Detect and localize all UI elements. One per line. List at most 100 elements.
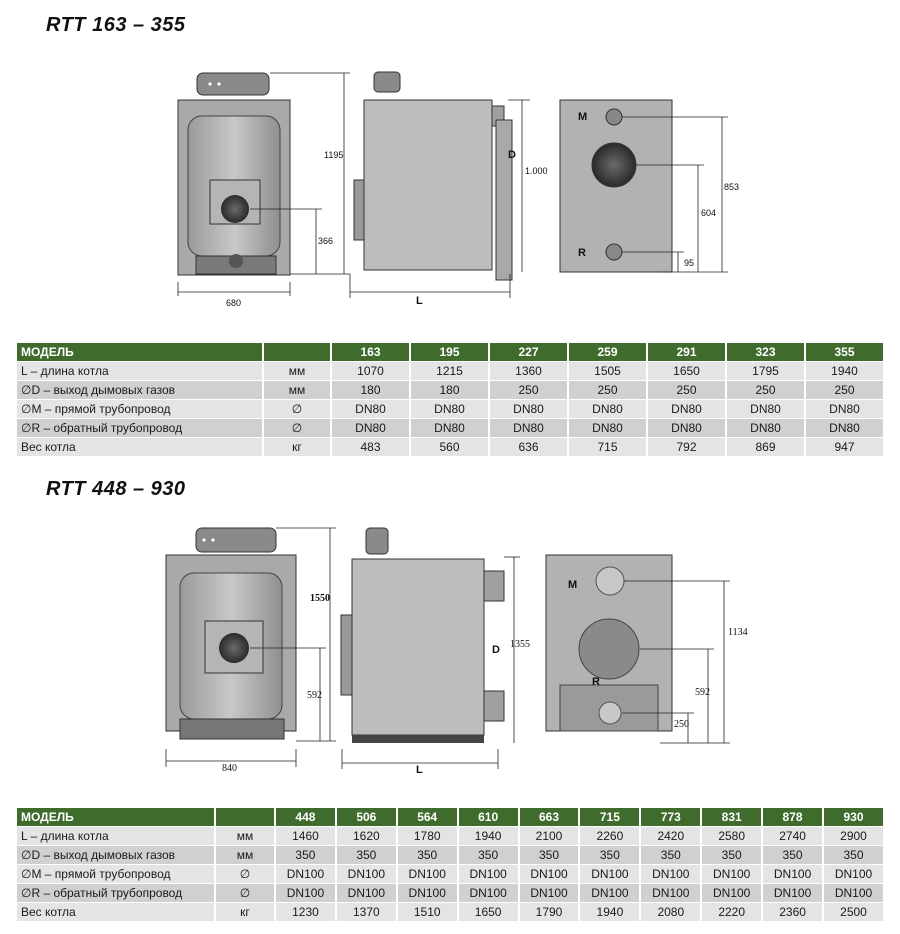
row-unit: мм	[263, 380, 332, 400]
model-header: 163	[331, 343, 411, 362]
table-cell: DN80	[331, 418, 411, 438]
table-cell: DN80	[331, 399, 411, 419]
dim-length-2: L	[416, 764, 423, 776]
table-cell: DN100	[823, 883, 885, 903]
table-cell: DN100	[335, 883, 398, 903]
model-header: 930	[823, 808, 885, 827]
row-label: L – длина котла	[17, 826, 216, 846]
table-cell: DN100	[701, 883, 764, 903]
table-cell: 350	[518, 845, 581, 865]
table-cell: 2220	[701, 902, 764, 921]
model-header: 663	[518, 808, 581, 827]
table-cell: 350	[701, 845, 764, 865]
table-cell: 2580	[701, 826, 764, 846]
model-header: 564	[396, 808, 459, 827]
row-unit: кг	[263, 437, 332, 456]
table-cell: 715	[568, 437, 648, 456]
model-header: 610	[457, 808, 520, 827]
table-cell: DN80	[726, 418, 806, 438]
table-cell: DN80	[726, 399, 806, 419]
table-cell: 1940	[457, 826, 520, 846]
row-label: ∅R – обратный трубопровод	[17, 883, 216, 903]
label-m-1: M	[578, 111, 587, 123]
dim-d-height-1: 1.000	[525, 166, 548, 176]
row-label: ∅M – прямой трубопровод	[17, 399, 264, 419]
row-unit: кг	[215, 902, 276, 921]
model-header: 448	[275, 808, 337, 827]
table-cell: DN100	[640, 864, 703, 884]
dim-d-1: D	[508, 149, 516, 161]
table-cell: DN100	[275, 883, 337, 903]
table-cell: DN80	[410, 418, 490, 438]
table-cell: 2080	[640, 902, 703, 921]
table-cell: 636	[489, 437, 569, 456]
model-header: 715	[579, 808, 642, 827]
table-cell: 1215	[410, 361, 490, 381]
table-cell: 1070	[331, 361, 411, 381]
table-cell: DN100	[518, 864, 581, 884]
table-cell: DN100	[396, 864, 459, 884]
row-unit: мм	[263, 361, 332, 381]
section2-title: RTT 448 – 930	[46, 478, 186, 500]
table-cell: DN80	[805, 399, 885, 419]
table-cell: 250	[568, 380, 648, 400]
dim-burner-2: 592	[307, 690, 322, 701]
row-unit: мм	[215, 826, 276, 846]
dim-width-1: 680	[226, 298, 241, 308]
table-cell: 2260	[579, 826, 642, 846]
front-view-2	[165, 527, 297, 740]
model-header: 831	[701, 808, 764, 827]
label-m-2: M	[568, 579, 577, 591]
table-cell: DN100	[579, 864, 642, 884]
table-cell: 1650	[647, 361, 727, 381]
table-cell: DN100	[762, 883, 825, 903]
table-cell: 350	[823, 845, 885, 865]
table-cell: DN80	[647, 418, 727, 438]
model-header: 878	[762, 808, 825, 827]
table-cell: 180	[410, 380, 490, 400]
model-header: 323	[726, 343, 806, 362]
table-cell: 2420	[640, 826, 703, 846]
table-cell: 350	[457, 845, 520, 865]
dim-burner-1: 366	[318, 236, 333, 246]
table-cell: 250	[647, 380, 727, 400]
row-label: ∅M – прямой трубопровод	[17, 864, 216, 884]
dim-m-height-1: 604	[701, 208, 716, 218]
table-cell: DN100	[640, 883, 703, 903]
table-cell: DN100	[457, 864, 520, 884]
front-view-1	[177, 72, 291, 276]
dim-length-1: L	[416, 295, 423, 307]
table-cell: 1780	[396, 826, 459, 846]
row-unit: ∅	[215, 864, 276, 884]
table-cell: 350	[762, 845, 825, 865]
row-label: ∅D – выход дымовых газов	[17, 380, 264, 400]
spec-table-1: МОДЕЛЬ 163 195 227 259 291 323 355 L – д…	[17, 343, 885, 456]
dim-r-height-2: 250	[674, 719, 689, 730]
model-header: 195	[410, 343, 490, 362]
row-unit: мм	[215, 845, 276, 865]
side-view-1	[353, 71, 513, 281]
table-cell: 350	[275, 845, 337, 865]
back-view-1	[559, 99, 673, 273]
table-cell: 1940	[579, 902, 642, 921]
section2-drawing: 1550 592 840 D 1355 L M R 1134 592	[165, 527, 748, 776]
dim-total-height-2: 1134	[728, 627, 748, 638]
row-unit: ∅	[263, 399, 332, 419]
back-view-2	[545, 554, 673, 732]
row-label: ∅R – обратный трубопровод	[17, 418, 264, 438]
header-model-1: МОДЕЛЬ	[17, 343, 264, 362]
table-cell: 350	[396, 845, 459, 865]
table-cell: DN100	[275, 864, 337, 884]
table-cell: 483	[331, 437, 411, 456]
spec-table-2: МОДЕЛЬ 448 506 564 610 663 715 773 831 8…	[17, 808, 885, 921]
table-cell: 947	[805, 437, 885, 456]
table-cell: 1940	[805, 361, 885, 381]
row-unit: ∅	[263, 418, 332, 438]
